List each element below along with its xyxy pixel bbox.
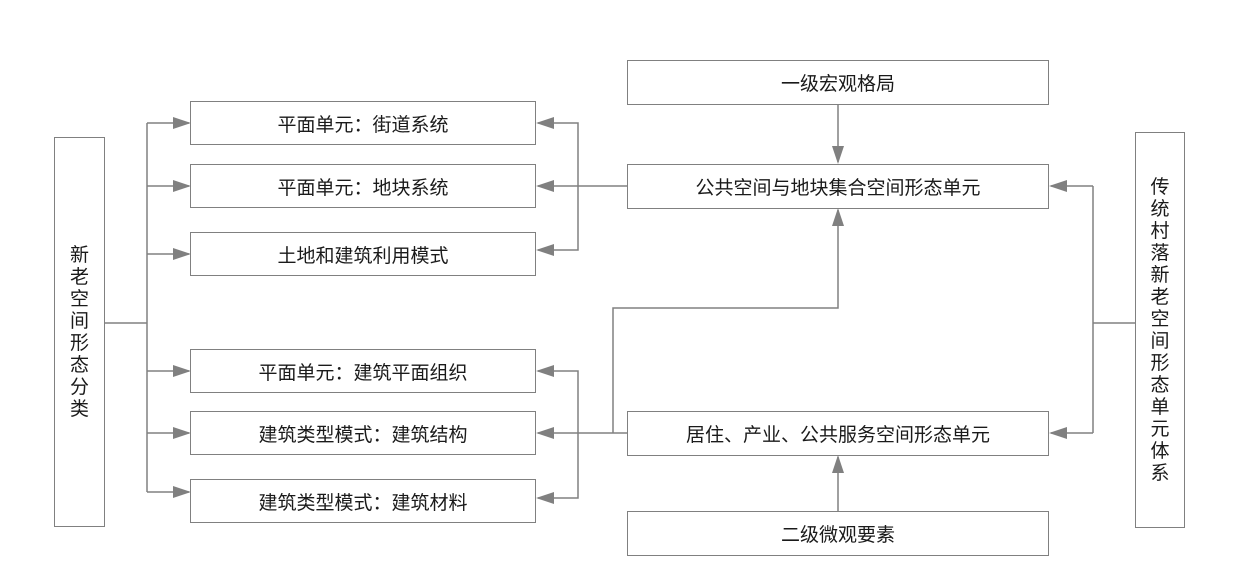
item-building-structure: 建筑类型模式：建筑结构 (190, 411, 536, 455)
public-space-label: 公共空间与地块集合空间形态单元 (695, 177, 981, 199)
item-label: 平面单元：地块系统 (277, 176, 449, 199)
arrow-residential-to-materials (536, 433, 579, 504)
system-node: 传统村落新老空间形态单元体系 (1135, 132, 1185, 528)
item-label: 平面单元：建筑平面组织 (258, 361, 468, 384)
residential-label: 居住、产业、公共服务空间形态单元 (685, 424, 990, 446)
system-label: 传统村落新老空间形态单元体系 (1150, 176, 1170, 484)
category-node: 新老空间形态分类 (54, 137, 105, 527)
item-street-system: 平面单元：街道系统 (190, 101, 536, 145)
public-space-unit-node: 公共空间与地块集合空间形态单元 (627, 164, 1049, 209)
item-building-materials: 建筑类型模式：建筑材料 (190, 479, 536, 523)
arrow-residential-to-plan (536, 365, 579, 433)
macro-level-node: 一级宏观格局 (627, 60, 1049, 105)
item-label: 土地和建筑利用模式 (277, 244, 449, 267)
category-label: 新老空间形态分类 (69, 244, 89, 420)
item-plot-system: 平面单元：地块系统 (190, 164, 536, 208)
micro-level-node: 二级微观要素 (627, 511, 1049, 556)
macro-label: 一级宏观格局 (780, 73, 895, 95)
residential-unit-node: 居住、产业、公共服务空间形态单元 (627, 411, 1049, 456)
arrow-public-to-streets (536, 117, 579, 186)
micro-label: 二级微观要素 (780, 524, 895, 546)
item-building-plan: 平面单元：建筑平面组织 (190, 349, 536, 393)
arrow-residential-to-public (612, 208, 844, 433)
item-label: 平面单元：街道系统 (277, 113, 449, 136)
arrow-public-to-landuse (536, 186, 579, 256)
item-land-use: 土地和建筑利用模式 (190, 232, 536, 276)
item-label: 建筑类型模式：建筑结构 (258, 423, 468, 446)
item-label: 建筑类型模式：建筑材料 (258, 491, 468, 514)
